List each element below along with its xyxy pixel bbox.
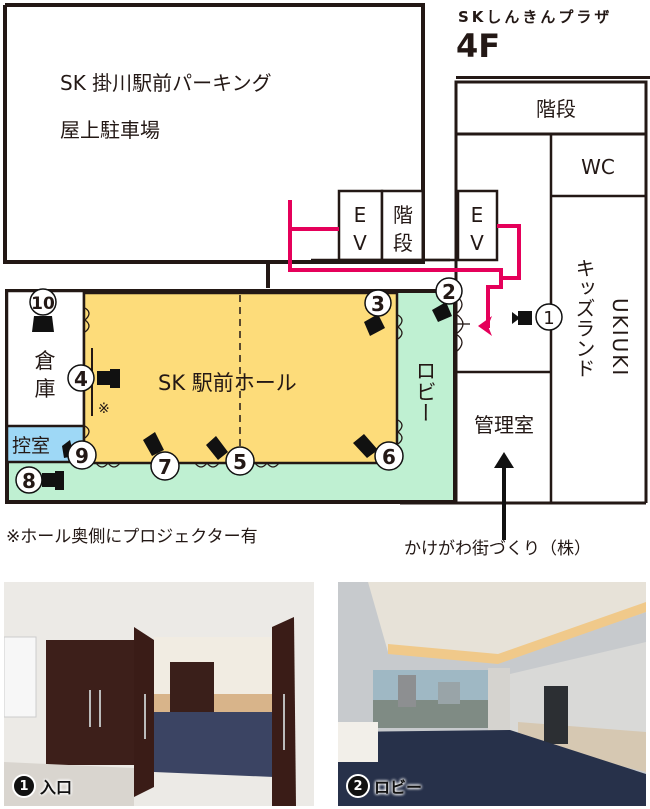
storage-label-1: 倉	[35, 349, 56, 373]
management-room-label: 管理室	[474, 413, 534, 437]
ev-left-e: E	[354, 203, 367, 227]
ev-stairs-block: E V 階 段 E V	[311, 180, 499, 262]
route-path	[288, 200, 521, 336]
svg-text:1: 1	[543, 308, 554, 329]
stairs-mid-1: 階	[393, 203, 413, 227]
camera-2[interactable]: 2	[432, 277, 463, 322]
camera-10[interactable]: 10	[29, 288, 57, 332]
ukiuki-label: UKIUKI	[608, 298, 632, 377]
doors	[84, 295, 470, 468]
wc-label: WC	[581, 155, 615, 179]
camera-5[interactable]: 5	[206, 436, 255, 476]
camera-4[interactable]: 4	[67, 364, 120, 392]
parking-label: SK 掛川駅前パーキング	[60, 71, 272, 95]
hall-label: SK 駅前ホール	[158, 371, 297, 395]
storage-label-2: 庫	[35, 377, 56, 401]
stairs-mid-2: 段	[393, 231, 413, 255]
photo-entrance-number: 1	[12, 774, 36, 798]
ev-right-v: V	[470, 231, 484, 255]
title-divider	[456, 76, 650, 79]
svg-text:7: 7	[158, 455, 172, 479]
svg-text:6: 6	[382, 445, 396, 469]
photo-lobby-number: 2	[346, 774, 370, 798]
projector-note: ※ホール奥側にプロジェクター有	[6, 527, 258, 547]
right-block: 階段 WC 管理室 キッズランド UKIUKI	[400, 80, 648, 540]
kids-land-label: キッズランド	[572, 258, 596, 378]
camera-3[interactable]: 3	[364, 289, 392, 336]
lobby-label: ロビー	[413, 360, 437, 423]
parking-area: SK 掛川駅前パーキング 屋上駐車場	[3, 3, 425, 288]
photo-entrance: 1 入口	[4, 582, 314, 806]
stairs-right-label: 階段	[536, 97, 576, 121]
cameras: 1 2 3 4 5 6	[15, 277, 563, 494]
photo-lobby-label: ロビー	[374, 778, 423, 797]
camera-7[interactable]: 7	[143, 432, 180, 481]
svg-text:2: 2	[442, 280, 456, 304]
camera-8[interactable]: 8	[15, 466, 64, 494]
management-company-label: かけがわ街づくり（株）	[404, 539, 591, 559]
projector-mark: ※	[98, 401, 110, 417]
photo-entrance-caption: 1 入口	[12, 774, 72, 798]
lobby-image	[338, 582, 646, 806]
camera-9[interactable]: 9	[62, 440, 97, 470]
photo-lobby-caption: 2 ロビー	[346, 774, 422, 798]
svg-text:3: 3	[371, 292, 385, 316]
photo-lobby: 2 ロビー	[338, 582, 646, 806]
ev-left-v: V	[353, 231, 367, 255]
photo-entrance-label: 入口	[40, 778, 73, 797]
svg-text:10: 10	[31, 294, 55, 314]
building-name: SKしんきんプラザ	[458, 8, 613, 26]
svg-text:5: 5	[233, 450, 247, 474]
floor-label: 4F	[456, 27, 501, 65]
svg-text:4: 4	[74, 367, 88, 391]
svg-text:9: 9	[75, 444, 89, 468]
camera-1[interactable]: 1	[512, 303, 563, 331]
entrance-image	[4, 582, 314, 806]
floor-plan: SK 掛川駅前パーキング 屋上駐車場 E V 階 段 E V 階段 WC 管理室…	[3, 3, 648, 540]
waiting-room-label: 控室	[12, 435, 50, 457]
parking-sublabel: 屋上駐車場	[60, 118, 160, 142]
camera-6[interactable]: 6	[353, 434, 404, 471]
svg-text:8: 8	[22, 469, 36, 493]
ev-right-e: E	[471, 203, 484, 227]
